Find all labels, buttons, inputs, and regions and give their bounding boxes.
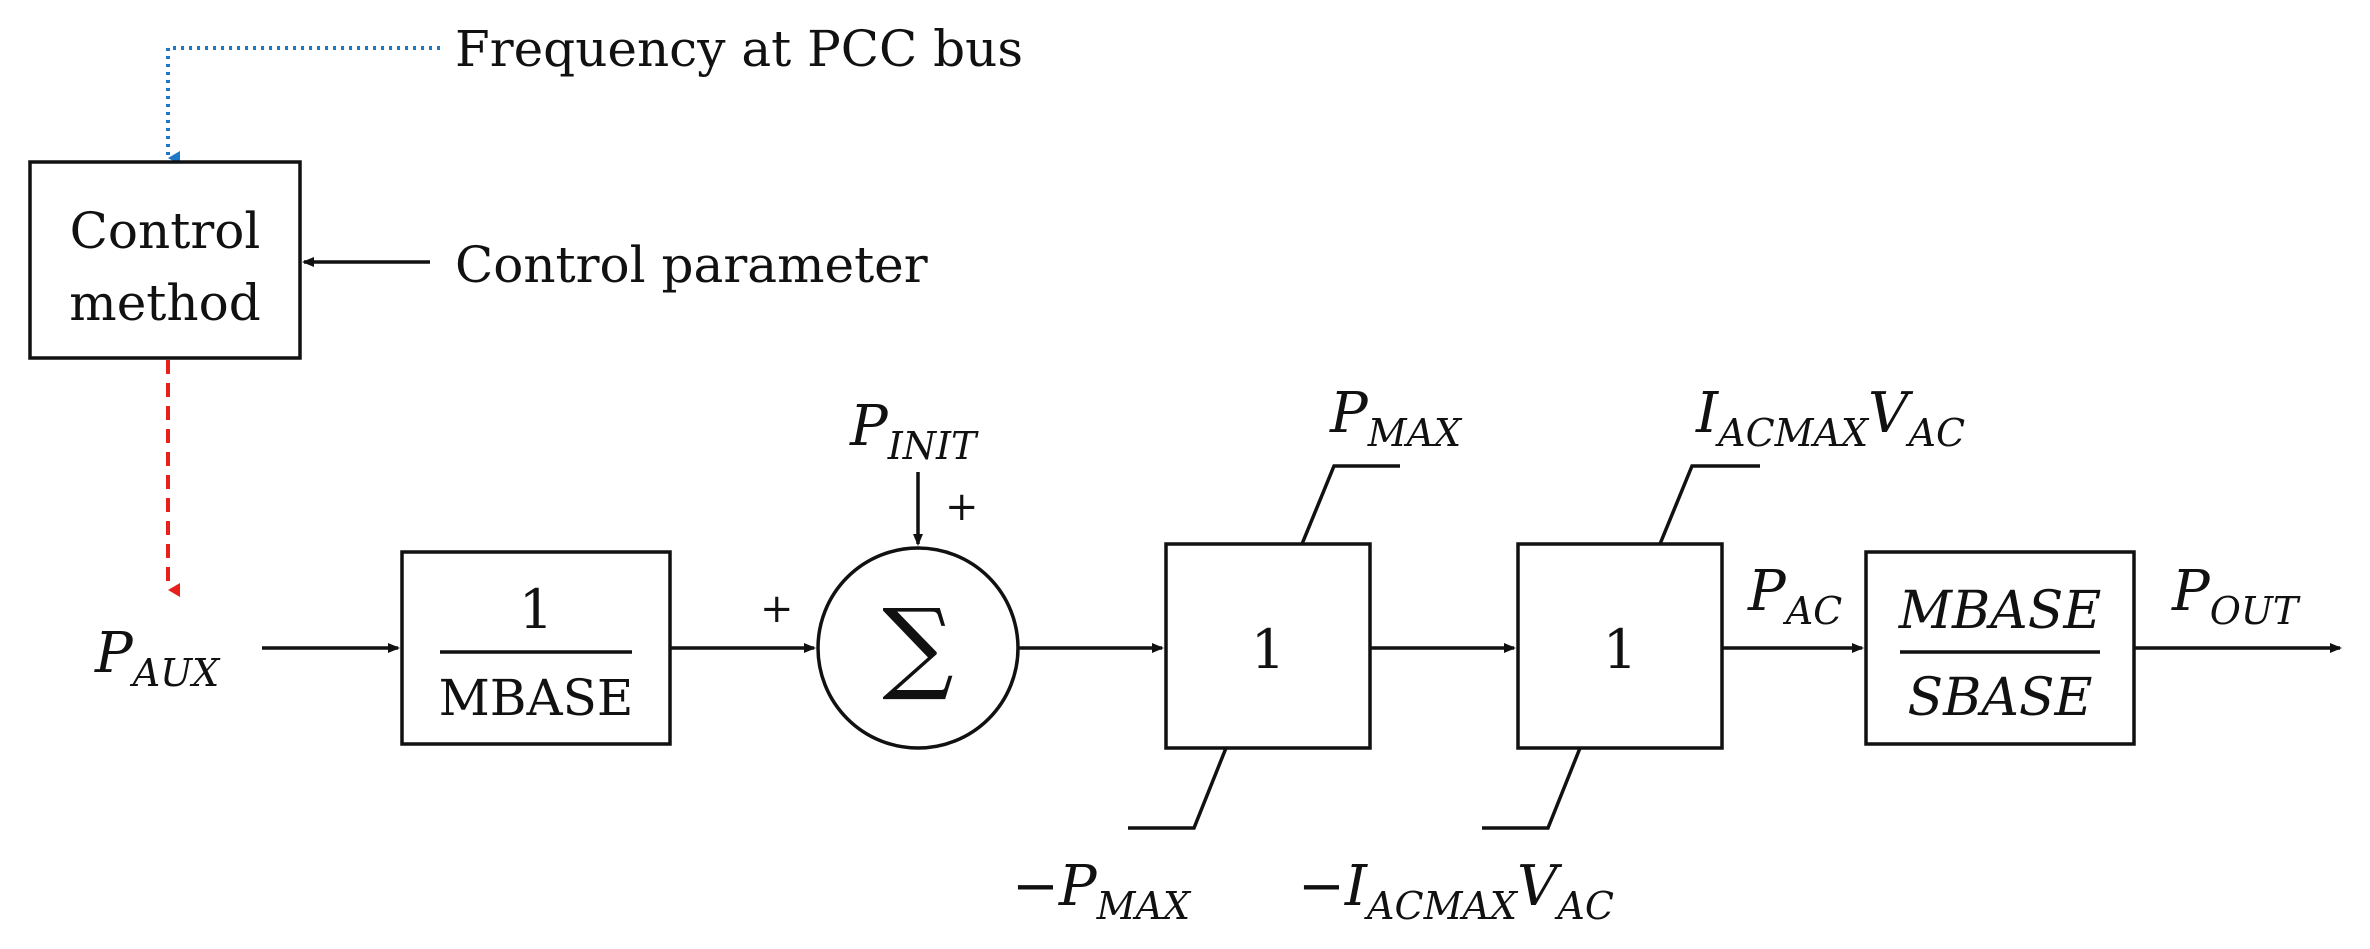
svg-text:PMAX: PMAX [1329, 381, 1463, 455]
limiter2-lower-limit-line [1482, 747, 1582, 830]
gain-block [400, 550, 672, 746]
limiter1-lower-label: −PMAX [1012, 854, 1192, 928]
limiter2-upper-label: IACMAXVAC [1695, 381, 1965, 455]
svg-text:−PMAX: −PMAX [1012, 854, 1192, 928]
control-method-block [28, 160, 302, 360]
summer-plus-left: + [760, 586, 794, 632]
svg-text:PAUX: PAUX [94, 621, 221, 695]
limiter2-value: 1 [1603, 618, 1637, 681]
p-init-label: PINIT [849, 394, 979, 468]
limiter2-block [1516, 542, 1724, 750]
scale-denominator: SBASE [1908, 668, 2093, 728]
gain-numerator: 1 [519, 578, 553, 641]
frequency-signal-line [166, 46, 440, 165]
limiter1-lower-limit-line [1128, 747, 1228, 830]
limiter1-value: 1 [1251, 618, 1285, 681]
control-parameter-label: Control parameter [455, 236, 928, 294]
control-method-line2: method [69, 274, 260, 332]
limiter2-lower-label: −IACMAXVAC [1298, 854, 1614, 928]
p-out-label: POUT [2171, 559, 2301, 633]
limiter1-upper-label: PMAX [1329, 381, 1463, 455]
scale-numerator: MBASE [1898, 581, 2102, 641]
sigma-symbol: ∑ [882, 587, 953, 704]
limiter1-block [1164, 542, 1372, 750]
svg-text:IACMAXVAC: IACMAXVAC [1695, 381, 1965, 455]
svg-text:POUT: POUT [2171, 559, 2301, 633]
limiter1-upper-limit-line [1300, 464, 1400, 545]
control-method-line1: Control [70, 202, 261, 260]
p-ac-label: PAC [1747, 559, 1842, 633]
p-aux-label: PAUX [94, 621, 221, 695]
svg-text:PINIT: PINIT [849, 394, 979, 468]
scale-block [1864, 550, 2136, 746]
frequency-label: Frequency at PCC bus [455, 20, 1023, 78]
svg-text:−IACMAXVAC: −IACMAXVAC [1298, 854, 1614, 928]
svg-text:PAC: PAC [1747, 559, 1842, 633]
limiter2-upper-limit-line [1658, 464, 1760, 545]
summer-plus-top: + [945, 484, 979, 530]
gain-denominator: MBASE [439, 669, 634, 727]
